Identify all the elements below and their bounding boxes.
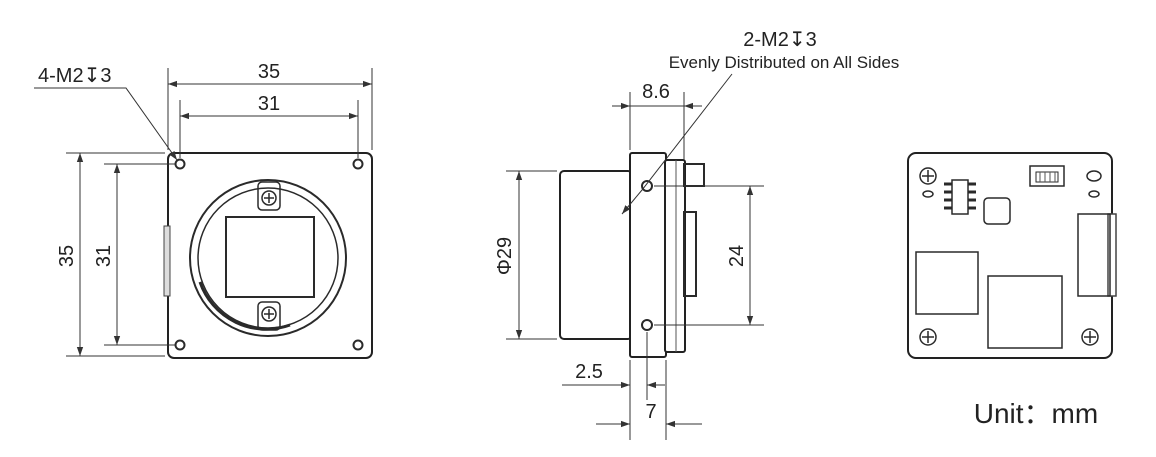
mount-screw-top: [257, 181, 281, 211]
back-view: Unit：mm: [907, 152, 1117, 429]
side-hole-spacing-label: 24: [726, 245, 748, 267]
side-offset-label: 2.5: [575, 361, 603, 383]
back-square-right: [987, 275, 1063, 349]
back-housing: [907, 152, 1113, 359]
back-screw-tl: [919, 167, 937, 185]
mount-ring-bayonet: [198, 281, 291, 331]
front-hole-tl: [174, 158, 186, 170]
side-body-rear: [664, 159, 686, 353]
front-hole-bl: [174, 339, 186, 351]
back-hole-tr-small: [1088, 190, 1100, 198]
back-screw-bl: [919, 328, 937, 346]
front-view: 4-M2↧3 35 31 35 31: [34, 61, 373, 359]
front-hole-tr: [352, 158, 364, 170]
unit-label: Unit：mm: [974, 398, 1098, 429]
front-height-inner-label: 31: [93, 245, 115, 267]
side-depth-top-label: 8.6: [642, 81, 670, 103]
side-diameter-label: Φ29: [494, 237, 516, 275]
back-side-edge: [1107, 213, 1117, 297]
front-height-outer-label: 35: [56, 245, 78, 267]
back-square-left: [915, 251, 979, 315]
side-view: 2-M2↧3 Evenly Distributed on All Sides 8…: [494, 29, 899, 440]
back-ic-chip: [944, 179, 976, 215]
front-side-connector: [163, 225, 171, 297]
side-hole-callout: 2-M2↧3: [743, 29, 816, 51]
side-hole-bottom: [641, 319, 653, 331]
back-side-port: [1077, 213, 1111, 297]
side-rear-connector: [683, 211, 697, 297]
side-top-connector: [683, 163, 705, 187]
side-hole-depth-label: 7: [645, 401, 656, 423]
back-screw-br: [1081, 328, 1099, 346]
side-flange: [629, 152, 667, 358]
front-hole-br: [352, 339, 364, 351]
front-width-inner-label: 31: [258, 93, 280, 115]
side-hole-leader: [621, 73, 733, 215]
side-hole-top: [641, 180, 653, 192]
side-lens-barrel: [559, 170, 633, 340]
back-status-led: [983, 197, 1011, 225]
back-io-connector: [1029, 165, 1065, 187]
sensor-window: [225, 216, 315, 298]
back-hole-tr: [1086, 170, 1102, 182]
back-hole-tl-small: [922, 190, 934, 198]
side-hole-note: Evenly Distributed on All Sides: [669, 53, 900, 72]
front-width-outer-label: 35: [258, 61, 280, 83]
front-hole-leader: [34, 87, 178, 161]
front-hole-callout: 4-M2↧3: [38, 65, 111, 87]
mount-ring-outer: [189, 179, 347, 337]
mount-screw-bottom: [257, 301, 281, 331]
